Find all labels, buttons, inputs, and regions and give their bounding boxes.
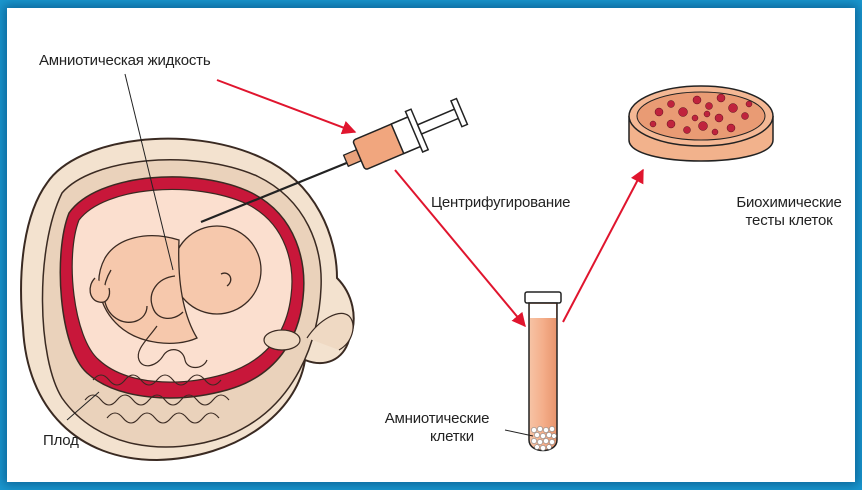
label-amniotic-cells-line2: клетки: [369, 428, 505, 446]
tube-air: [530, 304, 556, 318]
tube-cap: [525, 292, 561, 303]
label-fetus: Плод: [43, 432, 79, 450]
fetus-head: [173, 226, 261, 314]
uterus-cross-section: [21, 139, 354, 460]
label-biochemical-tests-line2: тесты клеток: [719, 212, 855, 230]
test-tube-icon: [525, 292, 561, 451]
bladder: [264, 330, 300, 350]
arrow-label-to-syringe: [217, 80, 355, 132]
syringe-plunger: [418, 108, 461, 134]
diagram-frame: Амниотическая жидкость Центрифугирование…: [7, 8, 855, 482]
label-biochemical-tests: Биохимические тесты клеток: [719, 194, 855, 230]
label-biochemical-tests-line1: Биохимические: [719, 194, 855, 212]
label-amniotic-cells-line1: Амниотические: [369, 410, 505, 428]
petri-dish-icon: [629, 86, 773, 161]
label-amniotic-fluid: Амниотическая жидкость: [39, 52, 210, 70]
label-amniotic-cells: Амниотические клетки: [369, 410, 505, 446]
label-centrifugation: Центрифугирование: [431, 194, 570, 212]
arrow-tube-to-dish: [563, 170, 643, 322]
